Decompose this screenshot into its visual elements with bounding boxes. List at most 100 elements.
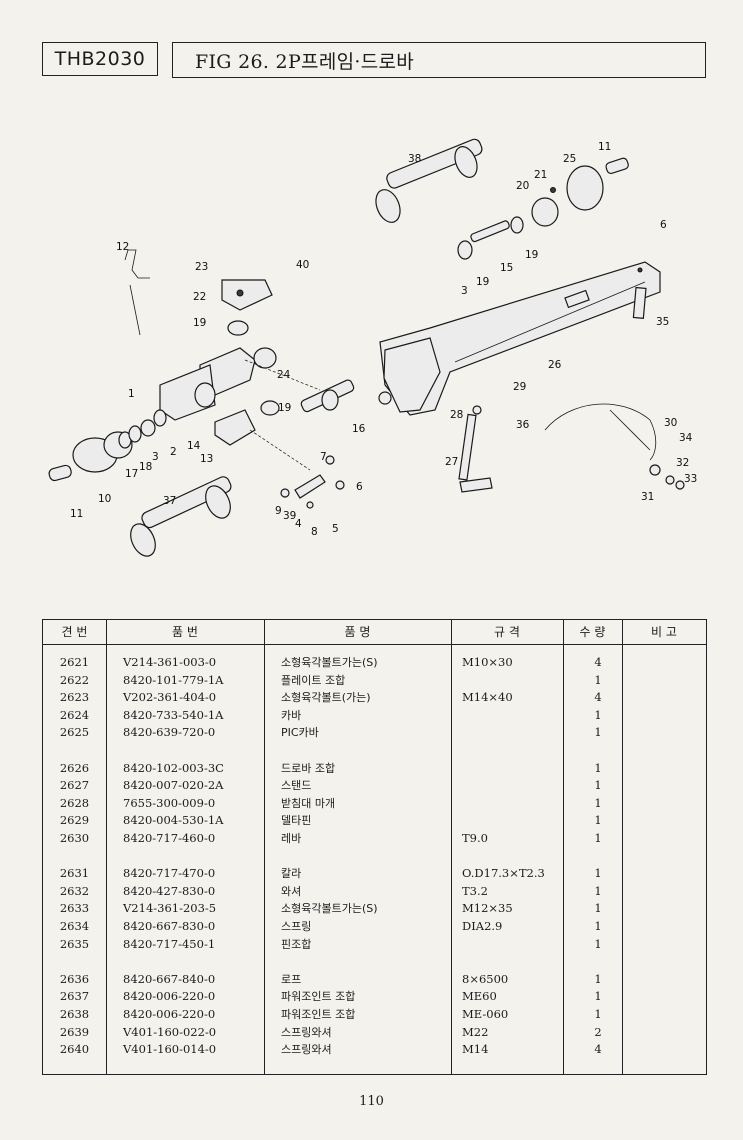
cell-qty: 1 <box>594 971 602 986</box>
cell-part-no: 8420-004-530-1A <box>123 813 224 828</box>
cell-part-no: V202-361-404-0 <box>123 690 217 705</box>
callout-label: 29 <box>513 381 526 393</box>
cell-qty: 1 <box>594 672 602 687</box>
cell-spec: 8×6500 <box>462 971 509 986</box>
hitch-bracket-group <box>124 249 321 471</box>
callout-label: 8 <box>311 526 318 538</box>
cell-ref-no: 2624 <box>59 707 90 722</box>
callout-label: 4 <box>295 518 302 530</box>
cell-spec: T9.0 <box>462 831 488 845</box>
cell-ref-no: 2628 <box>59 795 90 810</box>
cell-spec: M12×35 <box>462 901 513 916</box>
callout-label: 26 <box>548 359 562 371</box>
cell-ref-no: 2623 <box>59 690 90 705</box>
cell-part-name: 파워조인트 조합 <box>281 1008 356 1021</box>
cell-ref-no: 2632 <box>59 883 90 898</box>
pto-cover-group <box>457 157 629 260</box>
cell-qty: 4 <box>594 655 602 669</box>
cell-qty: 1 <box>594 725 602 740</box>
cell-qty: 4 <box>594 690 602 705</box>
cell-ref-no: 2636 <box>59 971 90 986</box>
callout-label: 23 <box>195 261 208 273</box>
cell-part-no: V214-361-003-0 <box>123 655 217 669</box>
figure-title: FIG 26. 2P프레임·드로바 <box>195 50 415 73</box>
cell-qty: 1 <box>594 707 602 722</box>
cell-part-no: 8420-717-460-0 <box>123 831 216 845</box>
cell-qty: 1 <box>594 883 602 898</box>
cell-qty: 1 <box>594 919 602 933</box>
cell-qty: 4 <box>594 1042 602 1057</box>
callout-label: 6 <box>660 219 667 231</box>
drawbar-frame <box>378 261 661 416</box>
cell-part-name: 스탠드 <box>281 779 312 793</box>
callout-label: 30 <box>664 417 677 429</box>
callout-label: 35 <box>656 316 669 328</box>
callout-label: 5 <box>332 523 339 535</box>
rope-and-pin <box>544 286 685 490</box>
cell-part-no: V214-361-203-5 <box>123 901 217 916</box>
header-spec: 규 격 <box>494 625 520 639</box>
callout-label: 3 <box>152 451 159 463</box>
pto-shaft-top <box>375 138 483 223</box>
cell-qty: 1 <box>594 989 602 1004</box>
cell-ref-no: 2635 <box>59 936 90 951</box>
cell-ref-no: 2621 <box>59 655 90 669</box>
cell-spec: M10×30 <box>462 655 513 669</box>
cell-part-name: 받침대 마개 <box>281 796 336 810</box>
page-number: 110 <box>359 1094 384 1109</box>
pto-shaft-bottom <box>130 476 232 557</box>
callout-label: 24 <box>277 369 291 381</box>
callout-label: 21 <box>534 169 547 181</box>
callout-label: 6 <box>356 481 363 493</box>
callout-label: 7 <box>320 451 327 463</box>
callout-label: 40 <box>296 259 309 271</box>
cell-qty: 1 <box>594 1007 602 1021</box>
callout-label: 32 <box>676 457 689 469</box>
cell-qty: 1 <box>594 760 602 775</box>
callout-label: 19 <box>476 276 489 288</box>
column-divider <box>451 620 452 1074</box>
header-ref-no: 견 번 <box>61 625 88 639</box>
callout-label: 25 <box>563 153 576 165</box>
callout-label: 31 <box>641 491 654 503</box>
cell-qty: 1 <box>594 813 602 828</box>
callout-label: 1 <box>128 388 135 400</box>
cell-part-no: 8420-639-720-0 <box>123 725 216 740</box>
column-divider <box>622 620 623 1074</box>
callout-label: 16 <box>352 423 366 435</box>
cell-qty: 1 <box>594 795 602 810</box>
cell-spec: M14×40 <box>462 690 513 705</box>
callout-label: 36 <box>516 419 530 431</box>
cell-ref-no: 2637 <box>59 989 90 1004</box>
figure-title-box: FIG 26. 2P프레임·드로바 <box>172 42 706 78</box>
cell-part-name: 소형육각볼트가는(S) <box>281 656 378 669</box>
callout-label: 13 <box>200 453 213 465</box>
cell-part-no: 8420-102-003-3C <box>123 760 224 775</box>
cell-part-name: 델타핀 <box>281 814 312 828</box>
header-part-name: 품 명 <box>344 625 371 639</box>
cell-part-no: 8420-006-220-0 <box>123 1007 216 1021</box>
cell-part-no: 8420-667-840-0 <box>123 971 216 986</box>
cell-part-no: V401-160-022-0 <box>123 1024 217 1039</box>
cell-part-no: 8420-101-779-1A <box>123 672 224 687</box>
callout-label: 33 <box>684 473 697 485</box>
cell-part-name: 로프 <box>281 972 302 986</box>
universal-joint <box>300 379 355 413</box>
column-divider <box>264 620 265 1074</box>
callout-label: 15 <box>500 262 513 274</box>
cell-part-name: 스프링 <box>281 920 312 933</box>
cell-ref-no: 2640 <box>59 1042 90 1057</box>
cell-ref-no: 2627 <box>59 778 90 793</box>
cell-ref-no: 2638 <box>59 1007 90 1021</box>
callout-label: 37 <box>163 495 176 507</box>
cell-part-name: 소형육각볼트가는(S) <box>281 902 378 916</box>
